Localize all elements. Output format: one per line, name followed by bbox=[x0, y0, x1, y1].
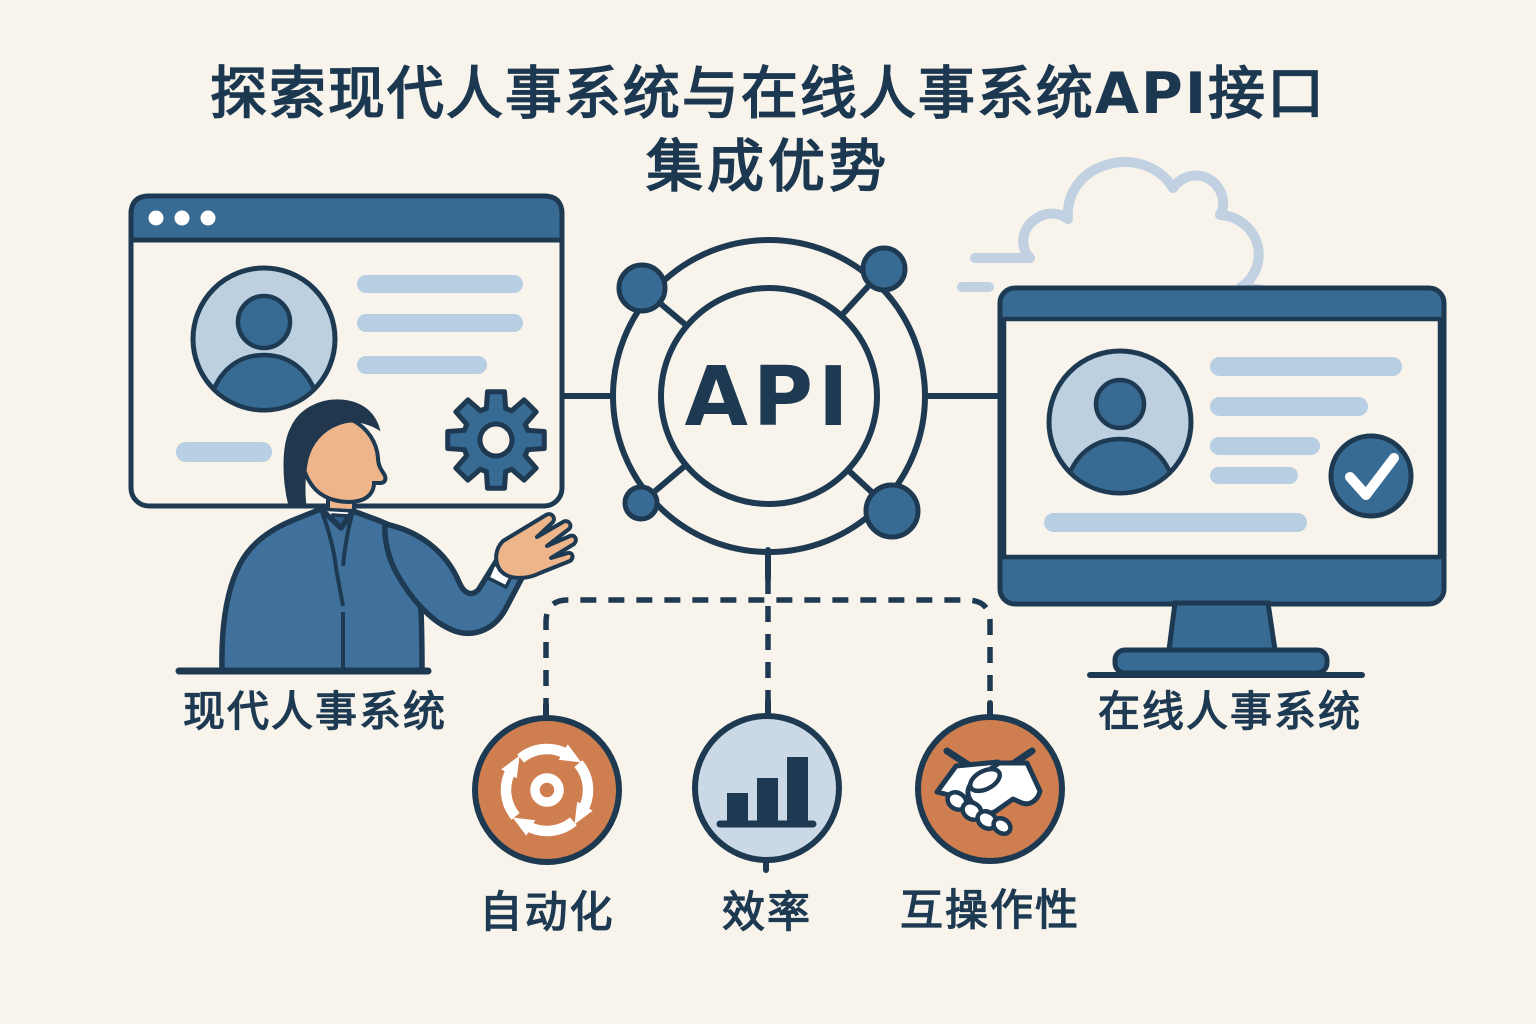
profile-text-lines bbox=[176, 275, 523, 462]
label-interoperability: 互操作性 bbox=[900, 886, 1080, 936]
hub-node-bottom-left bbox=[622, 484, 660, 522]
text-line bbox=[357, 314, 523, 332]
label-efficiency: 效率 bbox=[722, 888, 812, 938]
benefit-automation: 自动化 bbox=[472, 715, 622, 938]
check-icon bbox=[1328, 433, 1414, 519]
sync-arrows-icon bbox=[500, 743, 594, 837]
hub-node-top-right bbox=[860, 245, 908, 293]
text-line bbox=[176, 442, 272, 462]
benefit-circle bbox=[472, 715, 622, 865]
title-line-2: 集成优势 bbox=[645, 134, 890, 200]
avatar-body bbox=[205, 352, 323, 408]
benefit-interoperability: 互操作性 bbox=[900, 714, 1080, 936]
avatar-body bbox=[1061, 436, 1179, 491]
text-line bbox=[357, 275, 523, 293]
modern-hr-system-window bbox=[128, 193, 565, 509]
window-dot bbox=[148, 210, 164, 226]
handshake-icon bbox=[934, 747, 1043, 836]
hub-node-bottom-right bbox=[863, 482, 921, 540]
text-line bbox=[357, 356, 487, 374]
benefit-efficiency: 效率 bbox=[692, 713, 842, 938]
cloud-outline bbox=[970, 156, 1267, 295]
text-line bbox=[1210, 357, 1402, 376]
page-title: 探索现代人事系统与在线人事系统API接口 集成优势 bbox=[210, 61, 1326, 200]
businessman-figure bbox=[175, 399, 578, 675]
browser-title-bar bbox=[128, 193, 565, 243]
label-online-hr-system: 在线人事系统 bbox=[1098, 687, 1362, 736]
gear-icon bbox=[445, 389, 547, 491]
text-line bbox=[1210, 467, 1298, 484]
monitor-stand bbox=[1166, 600, 1278, 653]
cloud-icon bbox=[957, 156, 1267, 295]
text-line bbox=[1210, 397, 1368, 416]
text-line bbox=[1210, 437, 1320, 455]
text-line bbox=[1044, 513, 1307, 532]
person-hair bbox=[283, 399, 381, 508]
user-avatar-icon bbox=[190, 265, 338, 413]
api-label: API bbox=[684, 350, 853, 445]
person-face bbox=[297, 413, 388, 504]
avatar-head bbox=[1093, 377, 1147, 431]
title-line-1: 探索现代人事系统与在线人事系统API接口 bbox=[210, 61, 1326, 127]
hub-node-top-left bbox=[616, 262, 668, 314]
hub-inner-circle bbox=[658, 285, 880, 507]
person-arm bbox=[382, 521, 527, 636]
label-modern-hr-system: 现代人事系统 bbox=[183, 687, 447, 736]
online-hr-system-monitor bbox=[997, 285, 1447, 678]
api-hub-icon: API bbox=[610, 237, 928, 555]
avatar-head bbox=[235, 293, 293, 351]
suit-lapel-left bbox=[319, 508, 345, 607]
browser-dots-icon bbox=[148, 210, 216, 226]
window-dot bbox=[174, 210, 190, 226]
window-dot bbox=[200, 210, 216, 226]
user-avatar-icon bbox=[1046, 348, 1194, 496]
person-hand bbox=[494, 512, 578, 580]
profile-text-lines bbox=[1044, 357, 1402, 532]
monitor-base bbox=[1112, 647, 1330, 676]
suit-lapel-right bbox=[341, 510, 355, 567]
bar-chart-icon bbox=[716, 757, 817, 828]
label-automation: 自动化 bbox=[480, 888, 615, 938]
